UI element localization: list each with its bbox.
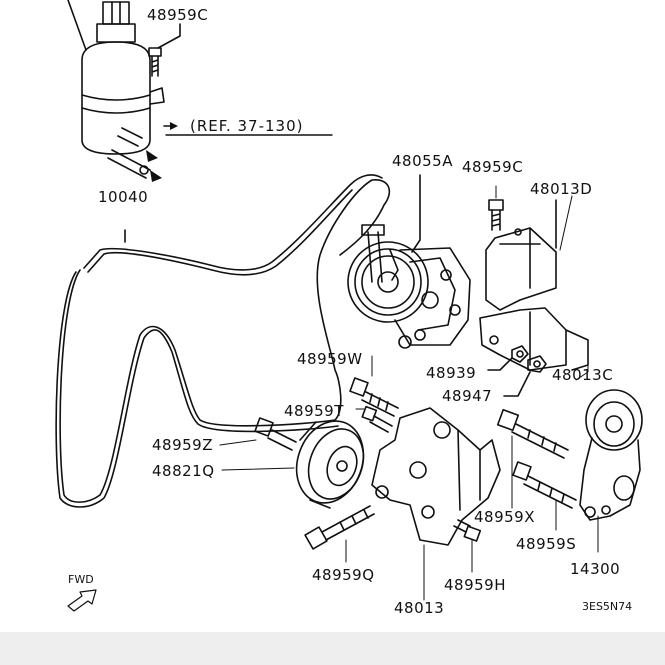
bolt-48959X: [496, 408, 569, 509]
label-48013: 48013: [394, 599, 444, 617]
label-48959W: 48959W: [297, 350, 363, 368]
label-48959C-top: 48959C: [147, 6, 208, 24]
label-14300: 14300: [570, 560, 620, 578]
nut-48947: [503, 355, 547, 397]
label-48959H: 48959H: [444, 576, 506, 594]
bolt-48959H: [453, 519, 482, 573]
fwd-arrow-icon: [67, 589, 97, 612]
fwd-label: FWD: [68, 573, 94, 586]
bolt-48959W: [349, 355, 399, 417]
bolt-48959Q: [304, 505, 375, 563]
label-48013D: 48013D: [530, 180, 592, 198]
label-48013C: 48013C: [552, 366, 613, 384]
power-steering-pump: [347, 174, 471, 349]
bolt-48959C-pump: [488, 185, 504, 231]
bolt-48959S: [512, 461, 577, 531]
label-48821Q: 48821Q: [152, 462, 215, 480]
bolt-48959Z: [219, 417, 297, 451]
label-48959Z: 48959Z: [152, 436, 213, 454]
label-48959T: 48959T: [284, 402, 344, 420]
label-48959X: 48959X: [474, 508, 535, 526]
label-48959Q: 48959Q: [312, 566, 375, 584]
bolt-48959T: [355, 405, 393, 433]
diagram-canvas: 48959C (REF. 37-130) 10040 48055A 48959C…: [55, 0, 643, 617]
label-10040: 10040: [98, 188, 148, 206]
label-48055A: 48055A: [392, 152, 453, 170]
label-48947: 48947: [442, 387, 492, 405]
label-48959S: 48959S: [516, 535, 576, 553]
bracket-48013D: [485, 199, 557, 311]
bolt-48959C-top: [148, 47, 162, 77]
label-48959C-pump: 48959C: [462, 158, 523, 176]
belt-tensioner: [579, 389, 643, 553]
parts-diagram: 48959C (REF. 37-130) 10040 48055A 48959C…: [55, 0, 643, 617]
drawing-code: 3ES5N74: [582, 600, 632, 613]
bracket-48013C: [479, 307, 589, 371]
nut-48939: [487, 345, 529, 371]
footer-bar: [0, 632, 665, 665]
drive-belt: [55, 174, 391, 508]
reservoir-tank: [67, 0, 165, 179]
bracket-48013: [371, 407, 501, 601]
label-48939: 48939: [426, 364, 476, 382]
reference-note: (REF. 37-130): [190, 117, 304, 135]
idler-pulley: [221, 420, 365, 509]
